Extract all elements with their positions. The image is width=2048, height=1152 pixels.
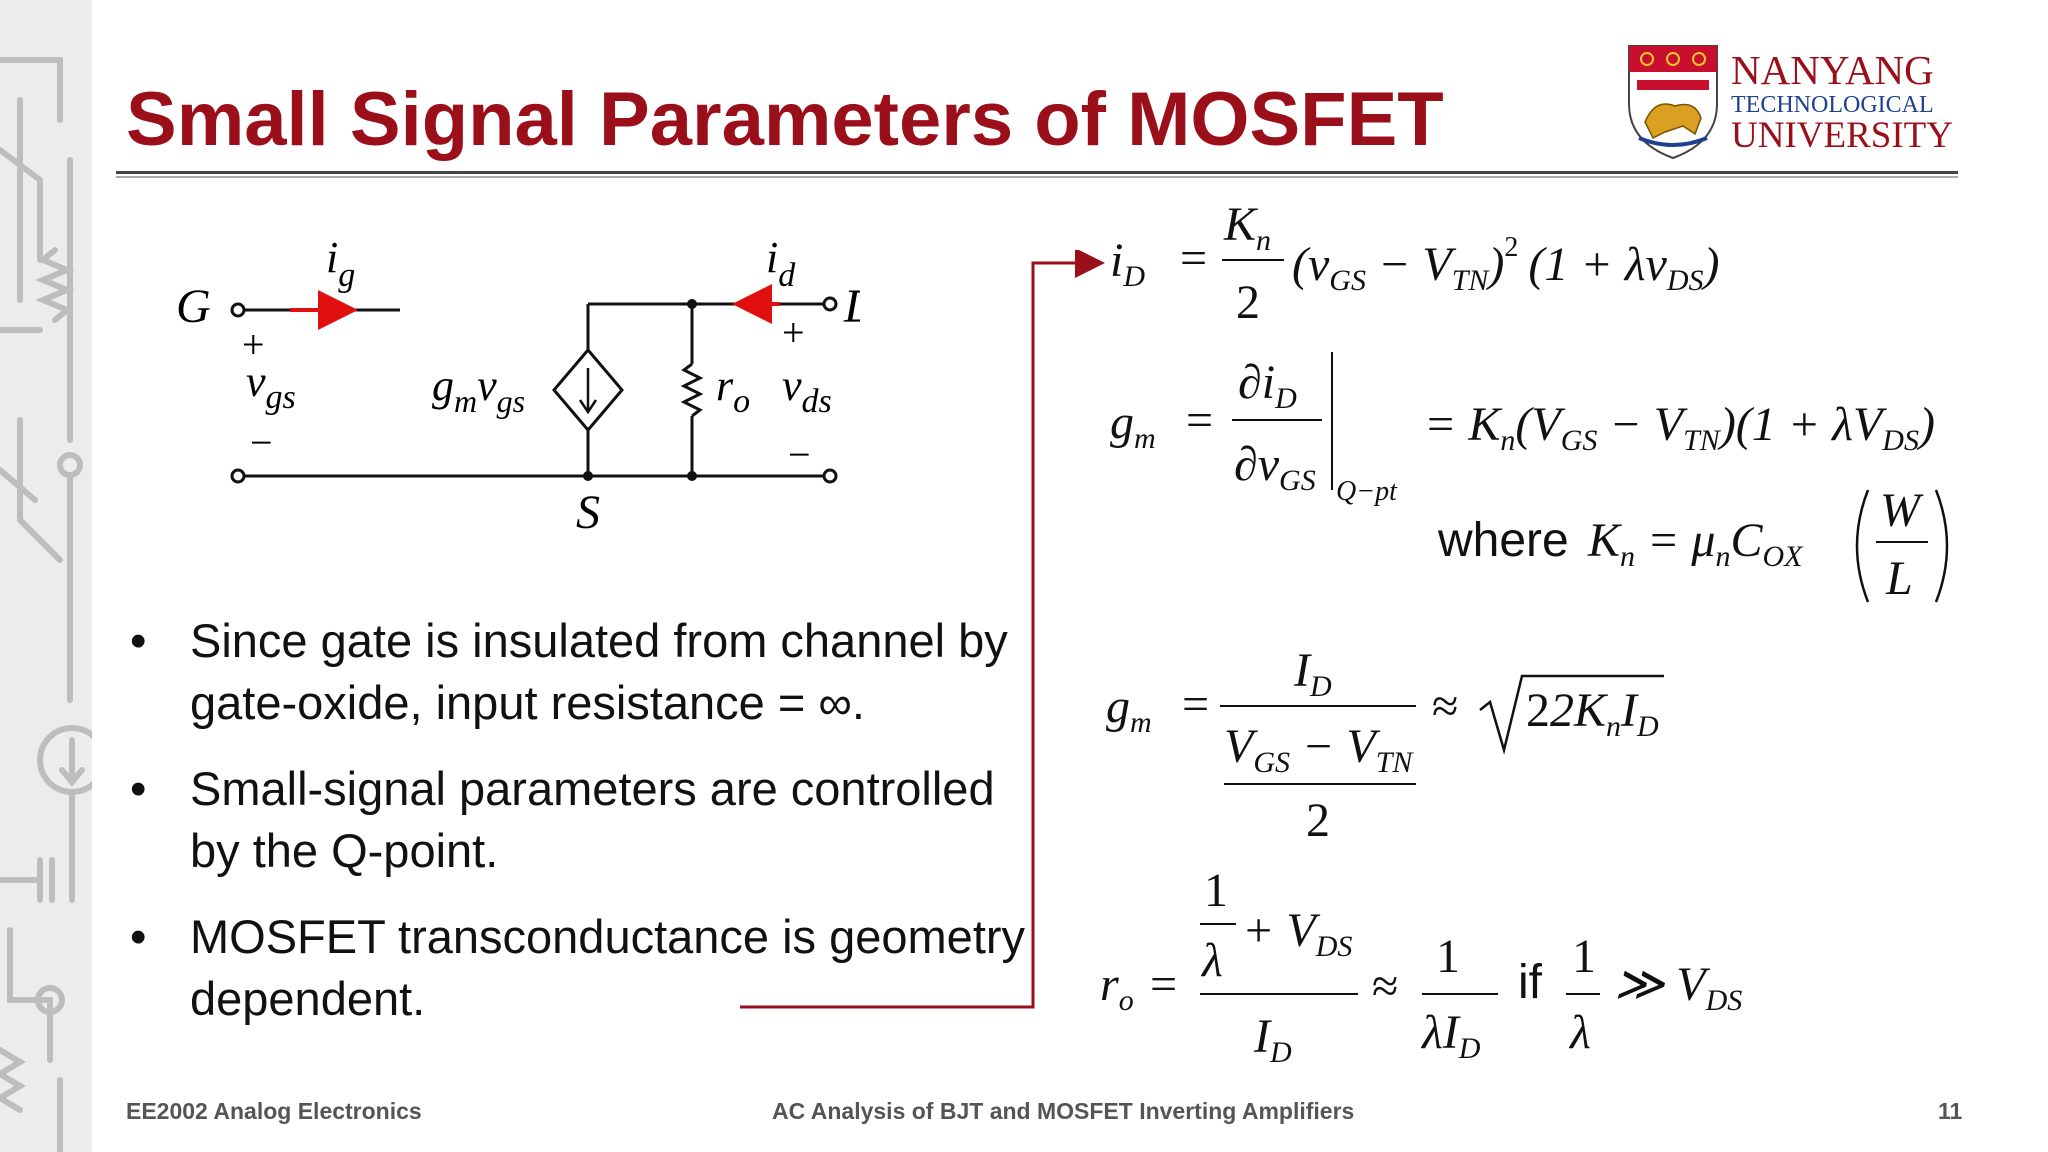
page-number: 11 bbox=[1938, 1098, 1963, 1124]
gate-current-label: ig bbox=[326, 233, 355, 294]
footer-course: EE2002 Analog Electronics bbox=[126, 1098, 422, 1124]
svg-text:1: 1 bbox=[1436, 930, 1460, 983]
source-right-terminal bbox=[822, 468, 838, 484]
transconductance-derivative-equation: gm = ∂iD ∂vGS Q−pt = Kn(VGS − VTN)(1 + λ… bbox=[1110, 352, 1935, 507]
equations-panel: iD = Kn 2 (vGS − VTN)2(1 + λvDS) gm = ∂i… bbox=[1100, 198, 1949, 1069]
bullet-item: •Since gate is insulated from channel by… bbox=[130, 614, 1008, 729]
drain-current-equation: iD = Kn 2 (vGS − VTN)2(1 + λvDS) bbox=[1110, 198, 1720, 329]
svg-text:gm: gm bbox=[1106, 680, 1152, 739]
svg-text:if: if bbox=[1518, 956, 1543, 1009]
svg-text:(vGS − VTN)2(1 + λvDS): (vGS − VTN)2(1 + λvDS) bbox=[1292, 232, 1720, 297]
output-resistance-equation: ro = 1 λ + VDS ID ≈ 1 λID if 1 λ ≫ VDS bbox=[1100, 864, 1742, 1069]
svg-text:1: 1 bbox=[1572, 930, 1596, 983]
drain-label: D bbox=[843, 280, 860, 333]
svg-text:λ: λ bbox=[1200, 934, 1223, 987]
svg-text:∂vGS: ∂vGS bbox=[1234, 438, 1316, 497]
bullet-text: Small-signal parameters are controlled b… bbox=[190, 762, 995, 877]
svg-text:+ VDS: + VDS bbox=[1242, 904, 1352, 963]
svg-text:≈: ≈ bbox=[1372, 960, 1398, 1013]
connector-arrow bbox=[740, 250, 1105, 1009]
svg-text:λ: λ bbox=[1568, 1006, 1591, 1059]
vds-plus: + bbox=[782, 310, 805, 355]
output-resistor bbox=[680, 362, 704, 418]
vgs-plus: + bbox=[242, 322, 265, 367]
university-logo: NANYANG TECHNOLOGICAL UNIVERSITY bbox=[1625, 42, 1965, 162]
bullet-item: •MOSFET transconductance is geometry dep… bbox=[130, 910, 1026, 1025]
slide-title: Small Signal Parameters of MOSFET bbox=[126, 77, 1444, 162]
decorative-circuit-sidebar bbox=[0, 0, 92, 1152]
source-label: S bbox=[576, 486, 600, 539]
vgs-label: vgs bbox=[246, 357, 296, 416]
svg-text:Kn: Kn bbox=[1223, 198, 1271, 257]
svg-text:=: = bbox=[1180, 232, 1207, 285]
logo-text-line1: NANYANG bbox=[1731, 47, 1934, 93]
logo-text-line2: TECHNOLOGICAL bbox=[1731, 92, 1934, 118]
svg-text:λID: λID bbox=[1420, 1006, 1481, 1065]
bullet-list: •Since gate is insulated from channel by… bbox=[130, 610, 1030, 1054]
bullet-text: MOSFET transconductance is geometry depe… bbox=[190, 910, 1026, 1025]
bullet-item: •Small-signal parameters are controlled … bbox=[130, 762, 995, 877]
vgs-minus: − bbox=[250, 420, 273, 465]
transconductance-equation: gm = ID VGS − VTN 2 ≈ 22KnID bbox=[1106, 644, 1664, 847]
svg-text:VGS − VTN: VGS − VTN bbox=[1224, 720, 1414, 779]
svg-text:2: 2 bbox=[1236, 276, 1260, 329]
source-left-terminal bbox=[230, 468, 246, 484]
svg-text:ID: ID bbox=[1253, 1010, 1292, 1069]
svg-text:2: 2 bbox=[1306, 794, 1330, 847]
ro-label: ro bbox=[716, 361, 750, 420]
svg-text:Q−pt: Q−pt bbox=[1336, 476, 1398, 507]
bullet-text: Since gate is insulated from channel by … bbox=[190, 614, 1008, 729]
svg-text:=: = bbox=[1150, 958, 1177, 1011]
title-underline bbox=[116, 171, 1958, 178]
svg-text:≫ VDS: ≫ VDS bbox=[1614, 958, 1742, 1017]
svg-text:≈: ≈ bbox=[1432, 680, 1458, 733]
university-crest-icon bbox=[1628, 45, 1718, 160]
svg-text:=: = bbox=[1186, 394, 1213, 447]
svg-text:22KnID: 22KnID bbox=[1526, 684, 1659, 743]
svg-text:iD: iD bbox=[1110, 234, 1145, 293]
drain-terminal bbox=[822, 296, 838, 312]
svg-text:∂iD: ∂iD bbox=[1238, 356, 1297, 415]
svg-text:=: = bbox=[1182, 678, 1209, 731]
svg-text:= Kn(VGS − VTN)(1 + λVDS): = Kn(VGS − VTN)(1 + λVDS) bbox=[1424, 398, 1935, 457]
svg-text:ro: ro bbox=[1100, 958, 1134, 1017]
kn-definition-equation: where Kn= μnCOX W L bbox=[1437, 484, 1949, 605]
vds-label: vds bbox=[782, 361, 832, 420]
svg-text:W: W bbox=[1880, 484, 1924, 537]
down-arrow-icon bbox=[578, 368, 598, 415]
svg-text:gm: gm bbox=[1110, 396, 1156, 455]
svg-text:Kn= μnCOX: Kn= μnCOX bbox=[1587, 514, 1804, 573]
svg-text:1: 1 bbox=[1204, 864, 1228, 917]
svg-text:where: where bbox=[1437, 514, 1569, 567]
gate-terminal bbox=[230, 302, 246, 318]
drain-current-label: id bbox=[766, 233, 796, 294]
svg-text:L: L bbox=[1885, 552, 1913, 605]
logo-text-line3: UNIVERSITY bbox=[1731, 115, 1953, 156]
mosfet-small-signal-circuit: G ig + vgs − gmvgs ro vds id D + − S bbox=[176, 233, 860, 539]
gm-vgs-label: gmvgs bbox=[432, 361, 525, 419]
gate-label: G bbox=[176, 280, 211, 333]
footer-topic: AC Analysis of BJT and MOSFET Inverting … bbox=[772, 1098, 1355, 1124]
svg-text:ID: ID bbox=[1293, 644, 1332, 703]
vds-minus: − bbox=[788, 432, 811, 477]
